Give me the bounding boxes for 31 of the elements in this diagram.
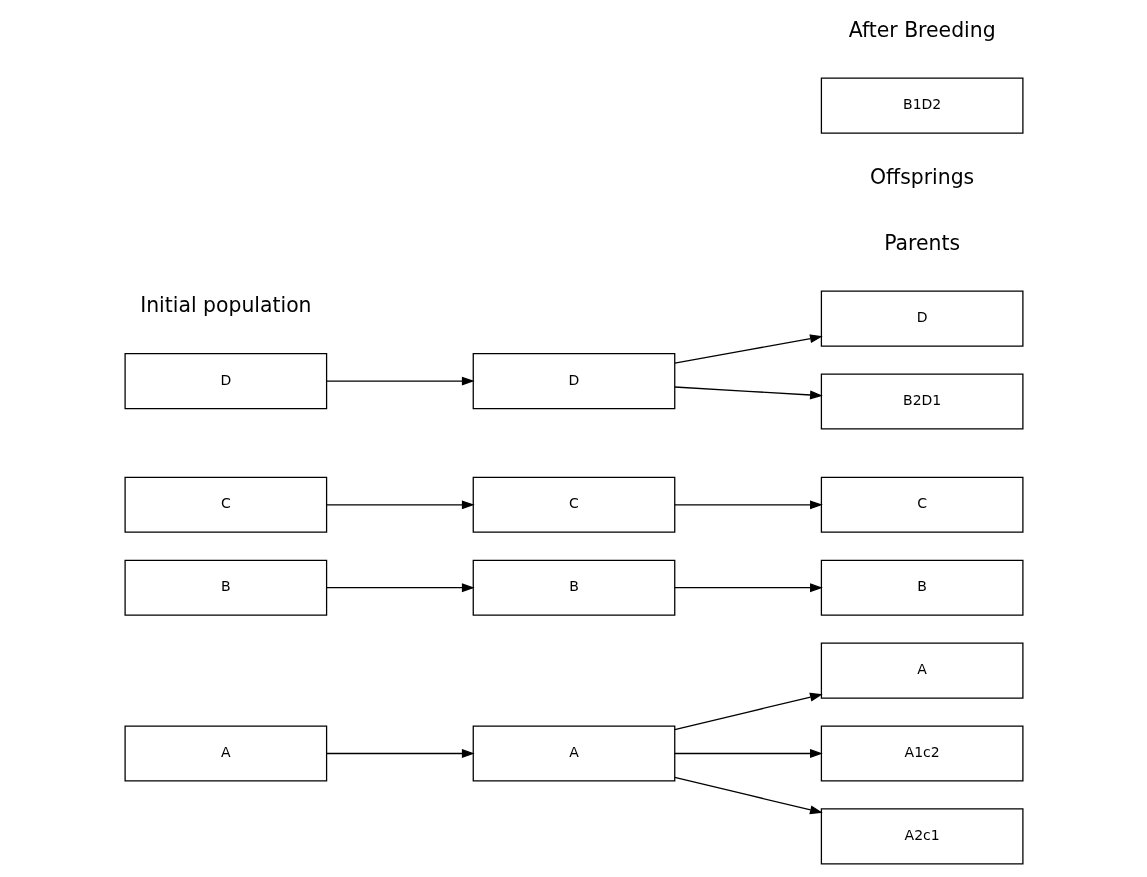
arrow: [673, 692, 823, 731]
arrow: [325, 500, 475, 510]
node-box: A: [820, 642, 1024, 699]
arrow: [673, 583, 823, 593]
arrow: [673, 749, 823, 758]
arrow: [325, 376, 475, 386]
arrow: [673, 776, 823, 815]
node-box: C: [472, 476, 675, 533]
node-box: A: [472, 725, 675, 782]
arrow: [673, 386, 823, 400]
arrow: [673, 500, 823, 510]
node-box: B: [820, 559, 1024, 616]
node-box: C: [123, 476, 327, 533]
node-box: A: [123, 725, 327, 782]
node-box: B: [472, 559, 675, 616]
label: Initial population: [139, 292, 312, 317]
node-box: B: [123, 559, 327, 616]
label: Offsprings: [869, 165, 974, 190]
arrow: [673, 334, 823, 364]
label: Parents: [883, 230, 960, 255]
label: After Breeding: [848, 17, 996, 42]
node-box: A1c2: [820, 725, 1024, 782]
node-box: B2D1: [820, 373, 1024, 430]
node-box: C: [820, 476, 1024, 533]
node-box: B1D2: [820, 77, 1024, 134]
arrow: [325, 583, 475, 593]
node-box: D: [472, 353, 675, 410]
arrow: [325, 749, 475, 758]
node-box: A2c1: [820, 808, 1024, 865]
node-box: D: [820, 290, 1024, 347]
node-box: D: [123, 353, 327, 410]
